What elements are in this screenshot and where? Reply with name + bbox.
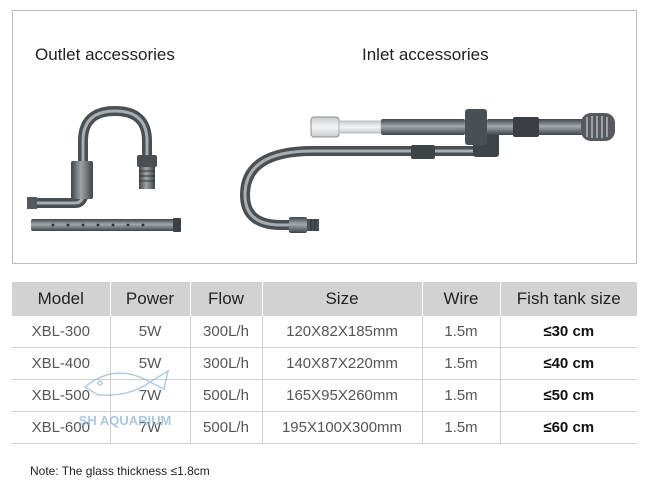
cell-flow: 500L/h bbox=[190, 379, 263, 412]
inlet-accessories-label: Inlet accessories bbox=[362, 45, 489, 64]
table-row: XBL-600 7W 500L/h 195X100X300mm 1.5m ≤60… bbox=[12, 411, 637, 444]
cell-tank-size: ≤50 cm bbox=[500, 379, 637, 412]
cell-model: XBL-300 bbox=[12, 316, 111, 348]
cell-wire: 1.5m bbox=[422, 316, 501, 348]
cell-tank-size: ≤60 cm bbox=[500, 411, 637, 444]
cell-model: XBL-400 bbox=[12, 347, 111, 380]
table-row: XBL-500 7W 500L/h 165X95X260mm 1.5m ≤50 … bbox=[12, 379, 637, 412]
accessories-illustration bbox=[27, 105, 615, 233]
table-row: XBL-400 5W 300L/h 140X87X220mm 1.5m ≤40 … bbox=[12, 347, 637, 380]
cell-flow: 300L/h bbox=[190, 316, 263, 348]
header-model: Model bbox=[12, 282, 111, 316]
outlet-accessories-label: Outlet accessories bbox=[35, 45, 175, 64]
cell-tank-size: ≤30 cm bbox=[500, 316, 637, 348]
header-size: Size bbox=[262, 282, 423, 316]
header-wire: Wire bbox=[422, 282, 501, 316]
cell-power: 5W bbox=[110, 316, 191, 348]
glass-thickness-note: Note: The glass thickness ≤1.8cm bbox=[30, 464, 210, 478]
cell-power: 5W bbox=[110, 347, 191, 380]
table-row: XBL-300 5W 300L/h 120X82X185mm 1.5m ≤30 … bbox=[12, 316, 637, 348]
table-header-row: Model Power Flow Size Wire Fish tank siz… bbox=[12, 282, 637, 316]
cell-size: 120X82X185mm bbox=[262, 316, 423, 348]
specification-table: Model Power Flow Size Wire Fish tank siz… bbox=[12, 282, 637, 444]
header-flow: Flow bbox=[190, 282, 263, 316]
header-power: Power bbox=[110, 282, 191, 316]
cell-model: XBL-600 bbox=[12, 411, 111, 444]
cell-wire: 1.5m bbox=[422, 411, 501, 444]
outlet-pipe-icon bbox=[27, 105, 157, 209]
cell-wire: 1.5m bbox=[422, 347, 501, 380]
spray-bar-icon bbox=[31, 218, 181, 232]
cell-size: 165X95X260mm bbox=[262, 379, 423, 412]
cell-size: 195X100X300mm bbox=[262, 411, 423, 444]
cell-wire: 1.5m bbox=[422, 379, 501, 412]
cell-tank-size: ≤40 cm bbox=[500, 347, 637, 380]
inlet-pipe-icon bbox=[239, 109, 615, 233]
cell-flow: 500L/h bbox=[190, 411, 263, 444]
header-fish-tank-size: Fish tank size bbox=[500, 282, 637, 316]
cell-size: 140X87X220mm bbox=[262, 347, 423, 380]
cell-power: 7W bbox=[110, 379, 191, 412]
cell-flow: 300L/h bbox=[190, 347, 263, 380]
product-illustration-panel: Outlet accessories Inlet accessories bbox=[12, 10, 637, 264]
cell-model: XBL-500 bbox=[12, 379, 111, 412]
cell-power: 7W bbox=[110, 411, 191, 444]
